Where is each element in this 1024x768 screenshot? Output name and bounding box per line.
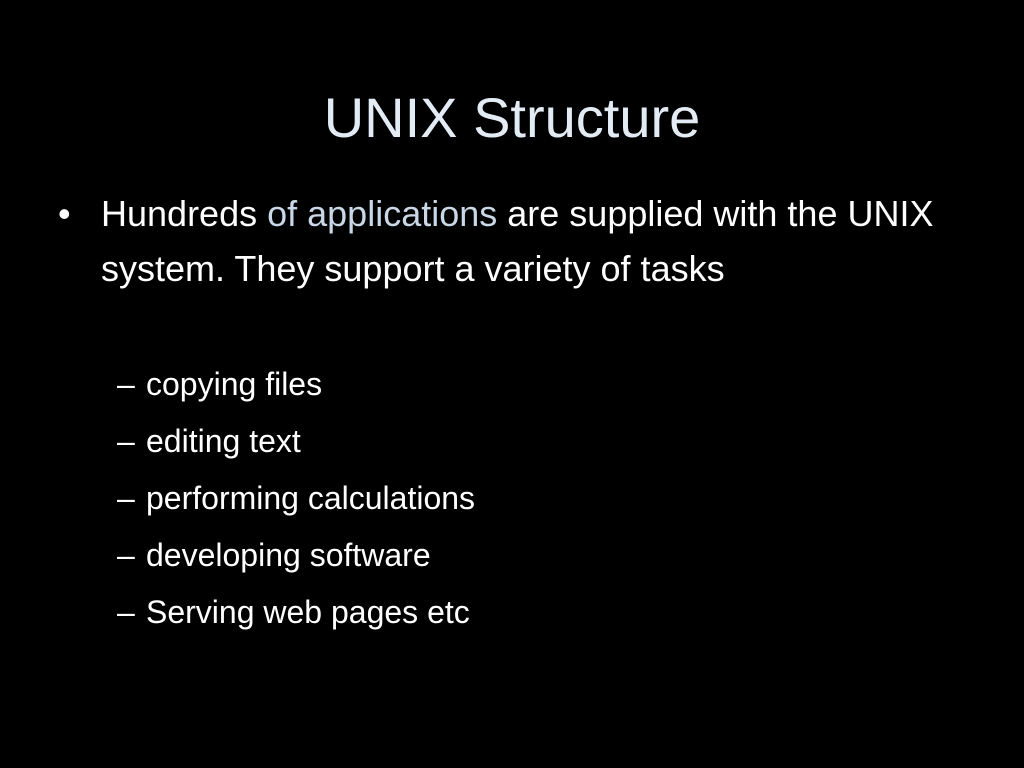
dash-marker: – (117, 480, 135, 516)
sub-bullet-text: Serving web pages etc (146, 594, 470, 630)
main-bullet: • Hundreds of applications are supplied … (58, 186, 978, 296)
sub-bullet-item: –copying files (117, 356, 977, 413)
sub-bullet-text: copying files (146, 366, 323, 402)
bullet-text-highlight: of applications (267, 193, 498, 234)
sub-bullet-text: performing calculations (146, 480, 476, 516)
dash-marker: – (117, 594, 135, 630)
bullet-text-start: Hundreds (101, 193, 268, 234)
sub-bullet-item: –performing calculations (117, 470, 977, 527)
sub-bullet-text: editing text (146, 423, 301, 459)
bullet-text-end: are supplied with the UNIX system. They … (101, 193, 934, 289)
bullet-marker: • (58, 193, 71, 234)
sub-bullet-list: –copying files –editing text –performing… (117, 356, 977, 641)
dash-marker: – (117, 366, 135, 402)
slide-title: UNIX Structure (323, 86, 701, 149)
sub-bullet-item: –Serving web pages etc (117, 584, 977, 641)
sub-bullet-item: –developing software (117, 527, 977, 584)
sub-bullet-item: –editing text (117, 413, 977, 470)
dash-marker: – (117, 537, 135, 573)
sub-bullet-text: developing software (146, 537, 431, 573)
dash-marker: – (117, 423, 135, 459)
bullet-text: Hundreds of applications are supplied wi… (101, 186, 978, 296)
